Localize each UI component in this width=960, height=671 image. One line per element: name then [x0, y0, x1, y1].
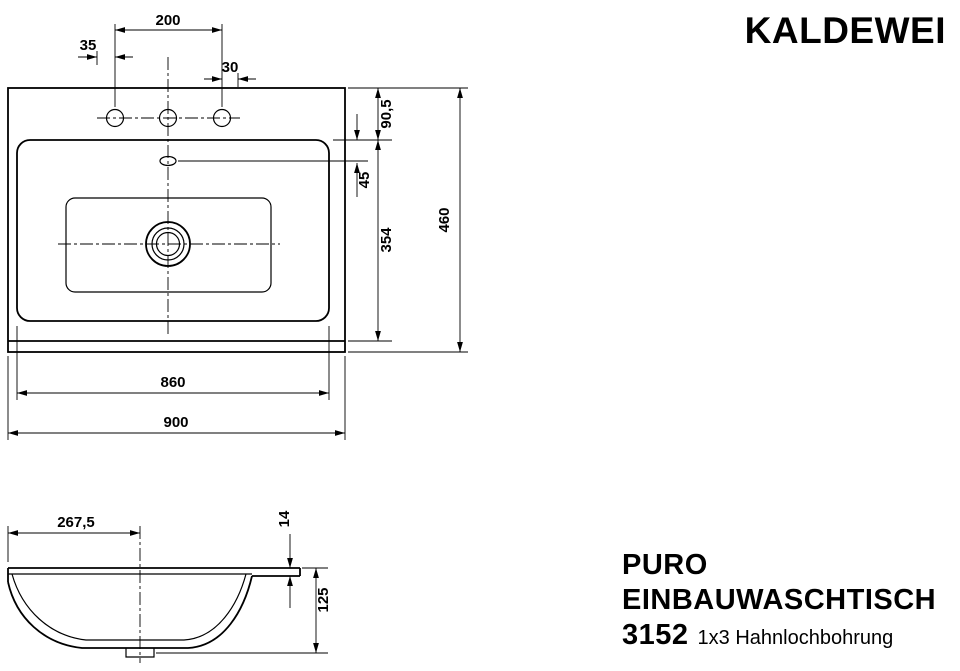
dim-label-hole-dia-right: 30	[222, 59, 239, 76]
product-model-number: 3152	[622, 619, 689, 651]
product-type: EINBAUWASCHTISCH	[622, 584, 937, 616]
section-view-extension-lines	[7, 526, 328, 654]
top-view-outline	[7, 87, 346, 353]
dim-label-total-width: 900	[163, 414, 188, 431]
dim-label-bowl-depth: 125	[315, 587, 332, 612]
dim-label-basin-width: 860	[160, 374, 185, 391]
section-view-dimension-labels: 267,5 14 125	[57, 510, 332, 613]
brand-logo: KALDEWEI	[744, 10, 946, 51]
dim-label-drain-center: 267,5	[57, 514, 95, 531]
top-view-dimension-labels: 200 35 30 90,5 45 354 460 860 900	[80, 12, 453, 431]
section-bowl-outer	[7, 575, 253, 649]
basin-floor-outline	[65, 197, 272, 293]
outer-edge-rect	[7, 87, 346, 353]
top-view-centerlines	[58, 57, 280, 334]
dim-label-basin-depth: 354	[378, 227, 395, 253]
product-title-block: PURO EINBAUWASCHTISCH 3152 1x3 Hahnlochbo…	[622, 548, 936, 657]
product-model-row: 3152 1x3 Hahnlochbohrung	[622, 618, 936, 657]
section-view-dimension-lines	[8, 530, 319, 653]
top-view-extension-lines	[7, 24, 468, 440]
top-view-dimension-lines	[8, 27, 463, 436]
section-bowl-inner	[11, 573, 247, 641]
section-drain-boss	[125, 648, 155, 658]
dim-label-hole-spacing: 200	[155, 12, 180, 29]
dim-label-total-depth: 460	[436, 207, 453, 232]
dim-label-rear-to-basin: 90,5	[378, 99, 395, 128]
dim-label-basin-to-overflow: 45	[356, 172, 373, 189]
section-view-outline	[7, 567, 301, 658]
dim-label-rim-thickness: 14	[276, 510, 293, 527]
product-drilling: 1x3 Hahnlochbohrung	[697, 627, 894, 649]
dim-label-hole-dia-left: 35	[80, 37, 97, 54]
product-series: PURO	[622, 549, 708, 581]
basin-rim-outline	[16, 139, 330, 322]
